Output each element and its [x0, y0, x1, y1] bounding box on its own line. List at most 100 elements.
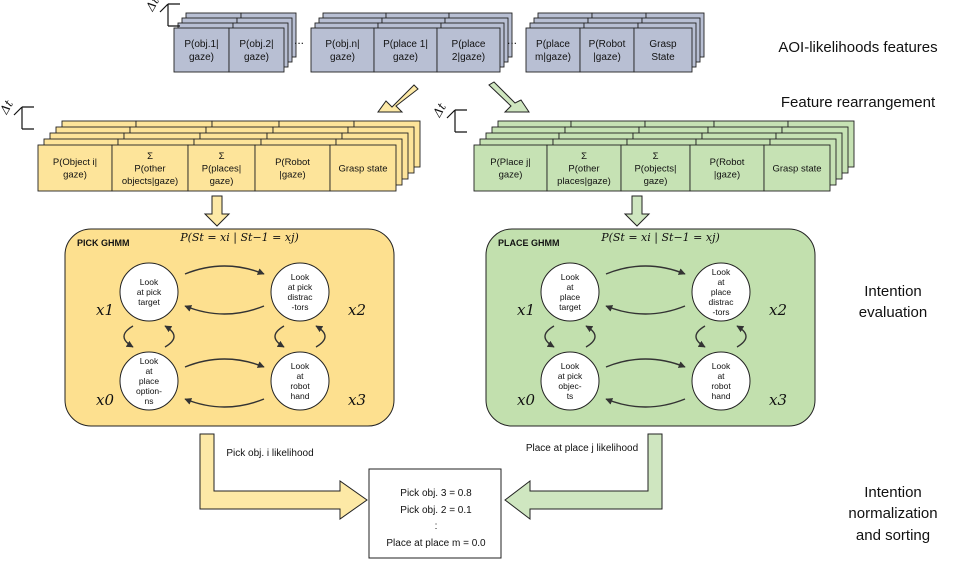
pick-feature-label: P(other: [134, 163, 165, 174]
ellipsis: ...: [294, 33, 304, 47]
place-to-result-arrow: [504, 433, 663, 521]
transition-arrow: [184, 398, 265, 408]
state-label: place: [711, 287, 732, 297]
stage-label-intention: Intention: [864, 283, 922, 300]
state-var-x1: x1: [517, 301, 535, 319]
state-label: place: [560, 292, 581, 302]
feature-cell: [763, 144, 831, 192]
state-label: Look: [140, 277, 159, 287]
state-label: hand: [712, 391, 731, 401]
delta-t-aoi: Δt: [143, 0, 180, 27]
state-label: ts: [567, 391, 574, 401]
feature-cell: [633, 27, 693, 73]
result-line: :: [435, 521, 438, 532]
result-line: Pick obj. 2 = 0.1: [400, 505, 472, 516]
state-label: Look: [712, 267, 731, 277]
aoi-feature-label: gaze): [393, 52, 418, 63]
place-feature-label: places|gaze): [557, 176, 611, 187]
state-label: at: [717, 371, 725, 381]
state-var-x3: x3: [348, 391, 366, 409]
aoi-feature-label: P(Robot: [589, 39, 626, 50]
transition-arrow: [544, 325, 555, 348]
state-var-x0: x0: [517, 391, 535, 409]
feature-cell: [254, 144, 331, 192]
state-label: robot: [290, 381, 310, 391]
transition-arrow: [605, 265, 686, 275]
transition-arrow: [164, 325, 175, 348]
pick-feature-label: Σ: [147, 151, 153, 162]
feature-cell: [111, 144, 189, 192]
rearrange-arrow-pick: [377, 84, 419, 113]
aoi-feature-label: State: [651, 52, 675, 63]
feature-cell: [579, 27, 635, 73]
state-x1: [119, 262, 179, 322]
place-feature-label: Σ: [581, 151, 587, 162]
state-label: distrac: [287, 292, 313, 302]
aoi-feature-label: m|gaze): [535, 52, 571, 63]
pick-feature-label: P(places|: [202, 163, 241, 174]
pick-feature-label: |gaze): [279, 170, 305, 181]
transition-arrow: [184, 265, 265, 275]
state-label: hand: [291, 391, 310, 401]
delta-t-place: Δt: [430, 101, 467, 133]
feature-cell: [373, 27, 438, 73]
stage-label-aoi: AOI-likelihoods features: [778, 39, 937, 56]
pick-feature-label: objects|gaze): [122, 176, 178, 187]
place-feature-label: Σ: [653, 151, 659, 162]
place-feature-label: Grasp state: [772, 163, 821, 174]
transition-arrow: [605, 398, 686, 408]
state-label: Look: [291, 272, 310, 282]
aoi-feature-stack-1: [173, 12, 297, 73]
state-var-x3: x3: [769, 391, 787, 409]
result-line: Place at place m = 0.0: [386, 538, 486, 549]
aoi-feature-label: P(place: [452, 39, 486, 50]
feature-cell: [689, 144, 765, 192]
pick-feature-stack: [37, 120, 421, 192]
feature-cell: [436, 27, 501, 73]
state-label: at: [717, 277, 725, 287]
state-label: Look: [561, 361, 580, 371]
transition-arrow: [274, 325, 285, 348]
feature-cell: [525, 27, 581, 73]
state-var-x2: x2: [769, 301, 787, 319]
feature-cell: [546, 144, 622, 192]
feature-cell: [310, 27, 375, 73]
aoi-feature-label: gaze): [330, 52, 355, 63]
ellipsis: ...: [507, 33, 517, 47]
state-x2: [270, 262, 330, 322]
place-feature-label: |gaze): [714, 170, 740, 181]
feature-cell: [228, 27, 285, 73]
transition-arrow: [736, 325, 747, 348]
ghmm-panel-bg: [64, 228, 395, 427]
feature-cell: [37, 144, 113, 192]
state-label: target: [138, 297, 160, 307]
delta-t-pick: Δt: [0, 98, 34, 130]
stage-label-rearrange: Feature rearrangement: [781, 94, 936, 111]
delta-t-label: Δt: [430, 101, 449, 121]
bracket-line: [168, 3, 180, 27]
stage-label-normalization: and sorting: [856, 527, 930, 544]
pick-input-arrow: [203, 195, 231, 227]
aoi-feature-label: Grasp: [649, 39, 677, 50]
aoi-feature-stack-2: [310, 12, 513, 73]
aoi-feature-label: |gaze): [593, 52, 621, 63]
transition-arrow: [605, 358, 686, 368]
transition-formula: P(St = xi | St−1 = xj): [600, 231, 720, 245]
aoi-feature-label: P(obj.2|: [239, 39, 273, 50]
bracket-line: [446, 109, 456, 132]
pick-feature-label: gaze): [210, 176, 234, 187]
state-label: objec-: [558, 381, 581, 391]
state-label: -tors: [713, 307, 730, 317]
transition-arrow: [184, 358, 265, 368]
stage-label-normalization: normalization: [848, 505, 937, 522]
state-label: target: [559, 302, 581, 312]
pick-to-result-arrow: [199, 433, 368, 520]
state-x1: [540, 262, 600, 322]
bracket-line: [22, 106, 34, 130]
result-line: Pick obj. 3 = 0.8: [400, 488, 472, 499]
aoi-feature-stack-3: [525, 12, 705, 73]
state-label: ns: [145, 396, 154, 406]
state-label: robot: [711, 381, 731, 391]
